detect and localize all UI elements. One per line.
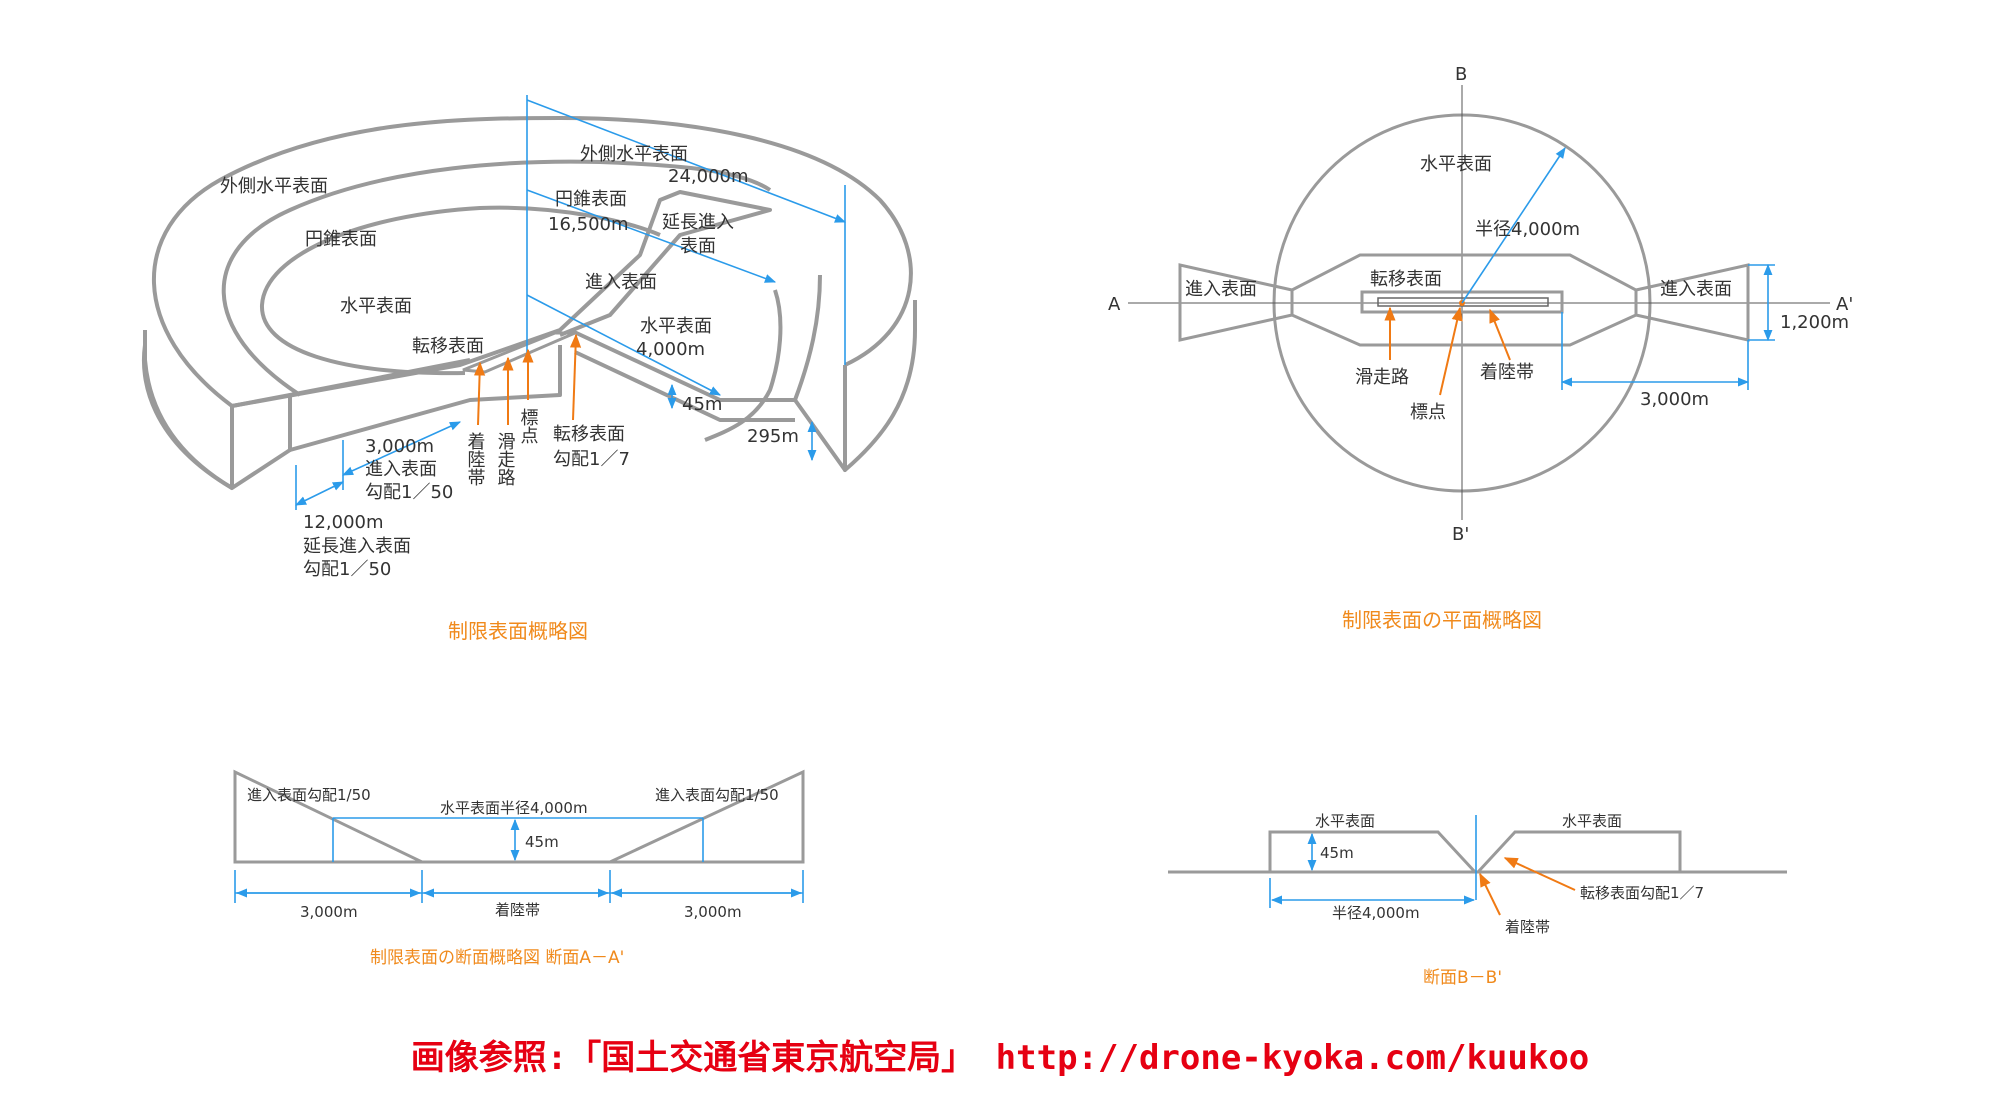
bb-arrow-trans: [1503, 857, 1576, 891]
label-a: A: [1108, 294, 1121, 315]
label-aa-approach-l: 進入表面勾配1/50: [247, 786, 371, 804]
label-aa-radius: 水平表面半径4,000m: [440, 799, 588, 817]
caption-plan: 制限表面の平面概略図: [1342, 608, 1542, 632]
approach-ramp: [231, 190, 772, 408]
arrow-landing-strip: [473, 361, 486, 426]
label-b-prime: B': [1452, 524, 1469, 545]
label-grade150b: 勾配1／50: [303, 559, 391, 580]
outer-ring-side: [143, 300, 917, 490]
dim-radius: [1461, 147, 1566, 304]
label-r16500: 16,500m: [548, 214, 629, 235]
source-credit: 画像参照:「国土交通省東京航空局」 http://drone-kyoka.com…: [410, 1038, 1590, 1078]
label-horizontal-r: 水平表面: [640, 316, 712, 337]
horizontal-inner: [259, 205, 661, 376]
dim-4000: [526, 294, 721, 396]
label-plan-radius: 半径4,000m: [1475, 219, 1580, 240]
arrow-plan-landing: [1489, 308, 1511, 361]
label-conical-r: 円錐表面: [555, 189, 627, 210]
label-h45: 45m: [682, 394, 722, 415]
label-outer-horizontal: 外側水平表面: [220, 176, 328, 197]
label-b: B: [1455, 64, 1467, 85]
label-transitional: 転移表面: [412, 336, 484, 357]
label-horizontal: 水平表面: [340, 296, 412, 317]
label-plan-landing: 着陸帯: [1480, 362, 1534, 383]
label-conical: 円錐表面: [305, 229, 377, 250]
label-bb-horizontal-r: 水平表面: [1562, 812, 1622, 830]
label-a-prime: A': [1836, 294, 1853, 315]
horizontal-inner-right: [704, 289, 783, 442]
label-aa-approach-r: 進入表面勾配1/50: [655, 786, 779, 804]
label-bb-radius: 半径4,000m: [1332, 904, 1420, 922]
bb-right-block: [1476, 830, 1682, 874]
caption-aa: 制限表面の断面概略図 断面A－A': [370, 948, 624, 968]
section-aa-outline: [233, 769, 805, 864]
label-aa-45: 45m: [525, 833, 559, 851]
plan-diagram: B B' A A' 水平表面 半径4,000m 転移表面 進入表面 進入表面 1…: [1108, 64, 1853, 632]
label-bb-trans: 転移表面勾配1／7: [1580, 884, 1704, 902]
label-bb-horizontal-l: 水平表面: [1315, 812, 1375, 830]
label-h295: 295m: [747, 426, 799, 447]
conical-ring: [221, 159, 772, 397]
isometric-diagram: 外側水平表面 円錐表面 水平表面 転移表面 外側水平表面 24,000m 円錐表…: [141, 95, 917, 643]
label-outer-horizontal-r: 外側水平表面: [580, 144, 688, 165]
label-approach-s: 進入表面: [365, 459, 437, 480]
label-ext-approach-1: 延長進入: [662, 212, 734, 233]
label-ext-approach-s: 延長進入表面: [303, 536, 411, 557]
label-approach: 進入表面: [585, 272, 657, 293]
label-plan-approach-l: 進入表面: [1185, 279, 1257, 300]
label-plan-3000: 3,000m: [1640, 389, 1709, 410]
bb-arrow-landing: [1479, 872, 1501, 916]
transition-slope: [569, 328, 847, 472]
dim-16500: [526, 189, 777, 283]
label-grade17: 勾配1／7: [553, 449, 630, 470]
dim-12000: [294, 481, 345, 506]
label-aa-landing: 着陸帯: [495, 901, 540, 919]
label-ref-point: 標点: [518, 408, 539, 444]
label-plan-horizontal: 水平表面: [1420, 154, 1492, 175]
cut-front-block: [230, 393, 292, 490]
section-aa-diagram: 進入表面勾配1/50 進入表面勾配1/50 水平表面半径4,000m 45m 3…: [233, 769, 805, 968]
conical-ring-right: [793, 274, 822, 401]
section-bb-diagram: 水平表面 水平表面 45m 半径4,000m 転移表面勾配1／7 着陸帯 断面B…: [1168, 812, 1787, 988]
label-plan-ref: 標点: [1410, 402, 1446, 423]
outer-ring-top: [151, 116, 913, 408]
label-plan-approach-r: 進入表面: [1660, 279, 1732, 300]
label-landing-strip: 着陸帯: [465, 432, 486, 486]
label-trans: 転移表面: [553, 424, 625, 445]
label-bb-landing: 着陸帯: [1505, 918, 1550, 936]
label-d3000: 3,000m: [365, 436, 434, 457]
runway-rect: [1377, 297, 1549, 307]
label-plan-1200: 1,200m: [1780, 312, 1849, 333]
arrow-transitional: [569, 333, 582, 421]
arrow-plan-ref: [1439, 306, 1463, 396]
label-aa-3000r: 3,000m: [684, 903, 742, 921]
label-grade150: 勾配1／50: [365, 482, 453, 503]
label-plan-transitional: 転移表面: [1370, 269, 1442, 290]
caption-iso: 制限表面概略図: [448, 619, 588, 643]
caption-bb: 断面B－B': [1423, 968, 1502, 988]
label-r4000: 4,000m: [636, 339, 705, 360]
transition-slope-2: [574, 350, 795, 422]
label-runway: 滑走路: [495, 432, 516, 486]
label-r24000: 24,000m: [668, 166, 749, 187]
dim-24000: [526, 99, 847, 223]
label-d12000: 12,000m: [303, 512, 384, 533]
label-bb-45: 45m: [1320, 844, 1354, 862]
transitional-hexagon: [1290, 253, 1638, 347]
label-ext-approach-2: 表面: [680, 236, 716, 257]
label-plan-runway: 滑走路: [1355, 367, 1409, 388]
bb-left-block: [1268, 830, 1477, 874]
label-aa-3000l: 3,000m: [300, 903, 358, 921]
dim-3000: [341, 421, 462, 476]
